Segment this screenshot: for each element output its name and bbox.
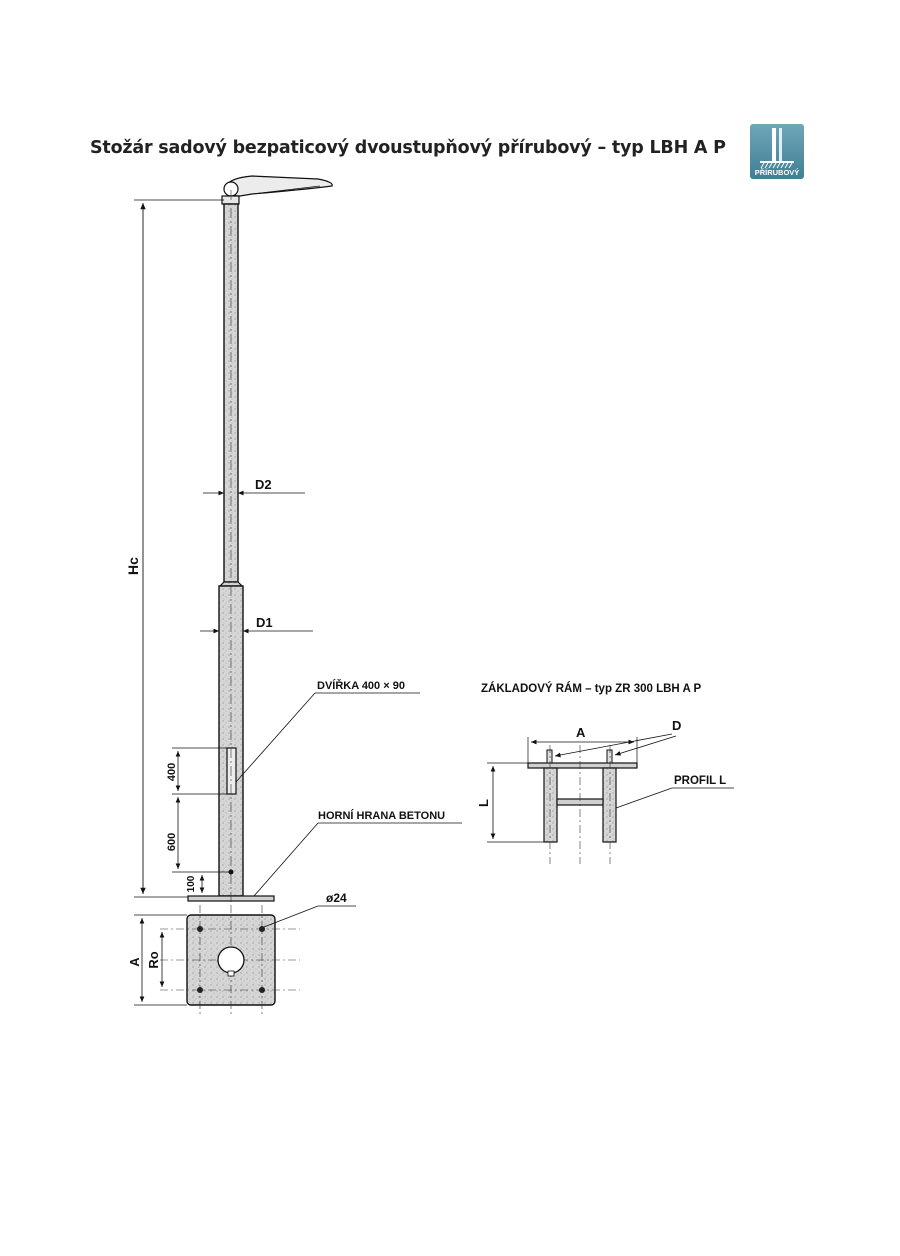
pole-lower-section: [218, 585, 244, 897]
frame-leg-right: [602, 767, 617, 843]
frame-width-label: A: [576, 725, 586, 740]
bolt-hole: [259, 987, 265, 993]
frame-width-dimension: A: [527, 725, 638, 763]
upper-diameter-dimension: D2: [203, 477, 305, 496]
bolt-label: D: [672, 718, 681, 733]
door-dimensions: 400 600 100: [166, 747, 229, 893]
flange-pole-icon: [760, 128, 794, 169]
anchor-bolt: [546, 749, 553, 764]
frame-title: ZÁKLADOVÝ RÁM – typ ZR 300 LBH A P: [481, 682, 702, 695]
door-callout: DVÍŘKA 400 × 90: [235, 679, 420, 783]
frame-length-label: L: [476, 799, 491, 807]
upper-diameter-label: D2: [255, 477, 272, 492]
door-offset-label: 600: [166, 833, 178, 851]
concrete-callout: HORNÍ HRANA BETONU: [253, 809, 462, 897]
pole: [187, 190, 275, 905]
cable-entry-hole: [228, 869, 234, 875]
profile-callout: PROFIL L: [615, 775, 734, 809]
anchor-bolt: [606, 749, 613, 764]
badge-label: PŘÍRUBOVÝ: [754, 168, 800, 177]
foundation-frame: [527, 745, 638, 864]
center-hole: [217, 946, 245, 974]
page-title: Stožár sadový bezpaticový dvoustupňový p…: [90, 138, 726, 158]
frame-length-dimension: L: [476, 762, 544, 843]
bottom-offset-label: 100: [186, 875, 197, 892]
flange-dimensions: A Ro: [127, 914, 187, 1006]
door-opening: [226, 747, 237, 795]
frame-leg-left: [543, 767, 558, 843]
concrete-label: HORNÍ HRANA BETONU: [318, 809, 445, 822]
bolt-callout: D: [554, 718, 681, 758]
hole-callout: ø24: [263, 891, 356, 928]
bolt-hole: [197, 987, 203, 993]
flange-type-badge: PŘÍRUBOVÝ: [750, 124, 804, 179]
bolt-hole: [197, 926, 203, 932]
lower-diameter-dimension: D1: [200, 615, 313, 634]
bolt-hole: [259, 926, 265, 932]
height-dimension: Hc: [125, 199, 224, 898]
door-label: DVÍŘKA 400 × 90: [317, 679, 405, 692]
door-height-label: 400: [166, 763, 178, 781]
hole-diameter-label: ø24: [326, 891, 347, 905]
profile-label: PROFIL L: [674, 775, 726, 787]
luminaire: [221, 175, 333, 205]
flange-plan: [160, 905, 300, 1014]
height-label: Hc: [125, 557, 141, 575]
bolt-spacing-label: Ro: [146, 951, 161, 968]
flange-side-label: A: [127, 957, 142, 967]
frame-top-plate: [527, 762, 638, 769]
lower-diameter-label: D1: [256, 615, 273, 630]
